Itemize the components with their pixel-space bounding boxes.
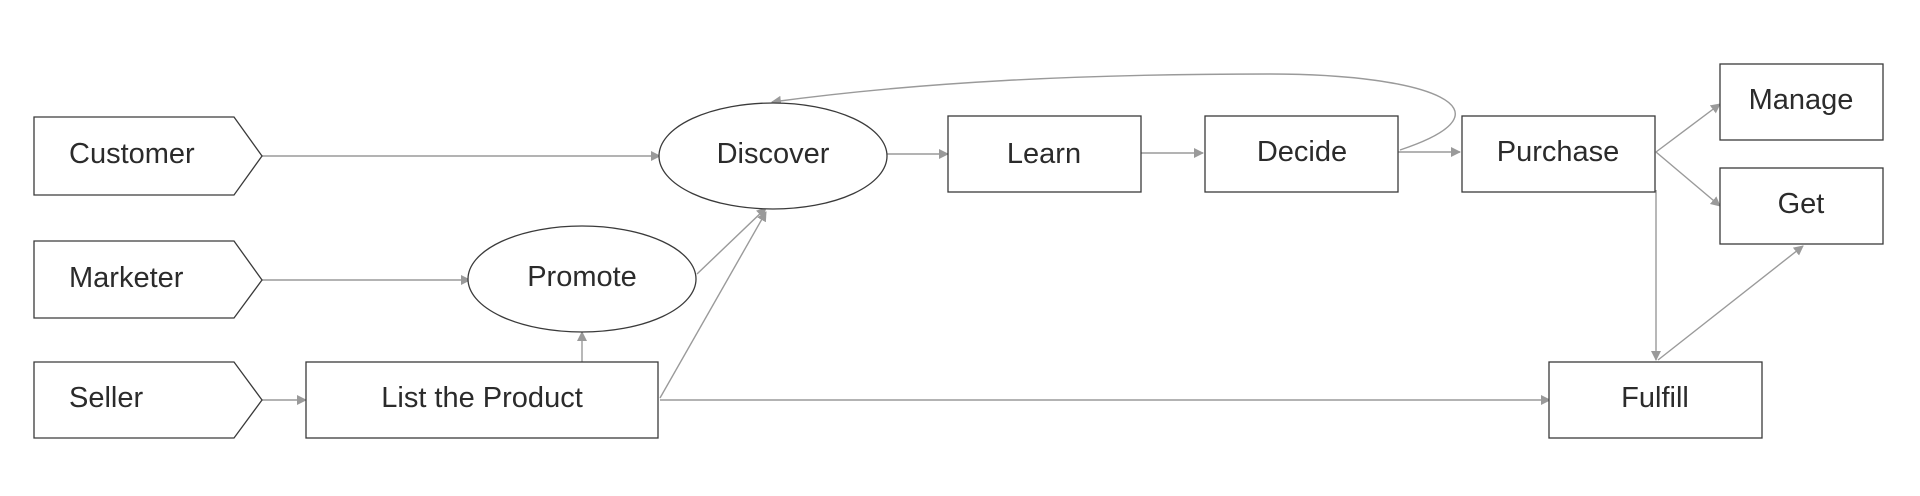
edge-fulfill-to-get [1657,245,1804,361]
edge-purchase-to-manage [1655,103,1721,153]
actor-customer: Customer [33,116,263,196]
node-fulfill-label: Fulfill [1621,382,1689,414]
node-fulfill: Fulfill [1548,361,1763,439]
node-purchase: Purchase [1461,115,1656,193]
node-list-product: List the Product [305,361,659,439]
node-decide: Decide [1204,115,1399,193]
actor-seller: Seller [33,361,263,439]
node-promote-label: Promote [527,261,637,293]
node-decide-label: Decide [1257,136,1347,168]
node-learn-label: Learn [1007,138,1081,170]
edge-list-product-to-discover [659,211,767,399]
node-discover: Discover [658,102,888,210]
node-get: Get [1719,167,1884,245]
node-manage-label: Manage [1749,84,1854,116]
node-manage: Manage [1719,63,1884,141]
actor-customer-label: Customer [69,138,195,170]
actor-seller-label: Seller [69,382,143,414]
edge-decide-back-to-discover [771,73,1456,151]
node-get-label: Get [1778,188,1825,220]
actor-marketer-label: Marketer [69,262,184,294]
edge-promote-to-discover [696,207,767,275]
node-purchase-label: Purchase [1497,136,1620,168]
node-list-product-label: List the Product [381,382,583,414]
actor-marketer: Marketer [33,240,263,319]
node-promote: Promote [467,225,697,333]
node-discover-label: Discover [717,138,830,170]
node-learn: Learn [947,115,1142,193]
edge-purchase-to-get [1655,151,1721,207]
edges [262,73,1804,405]
